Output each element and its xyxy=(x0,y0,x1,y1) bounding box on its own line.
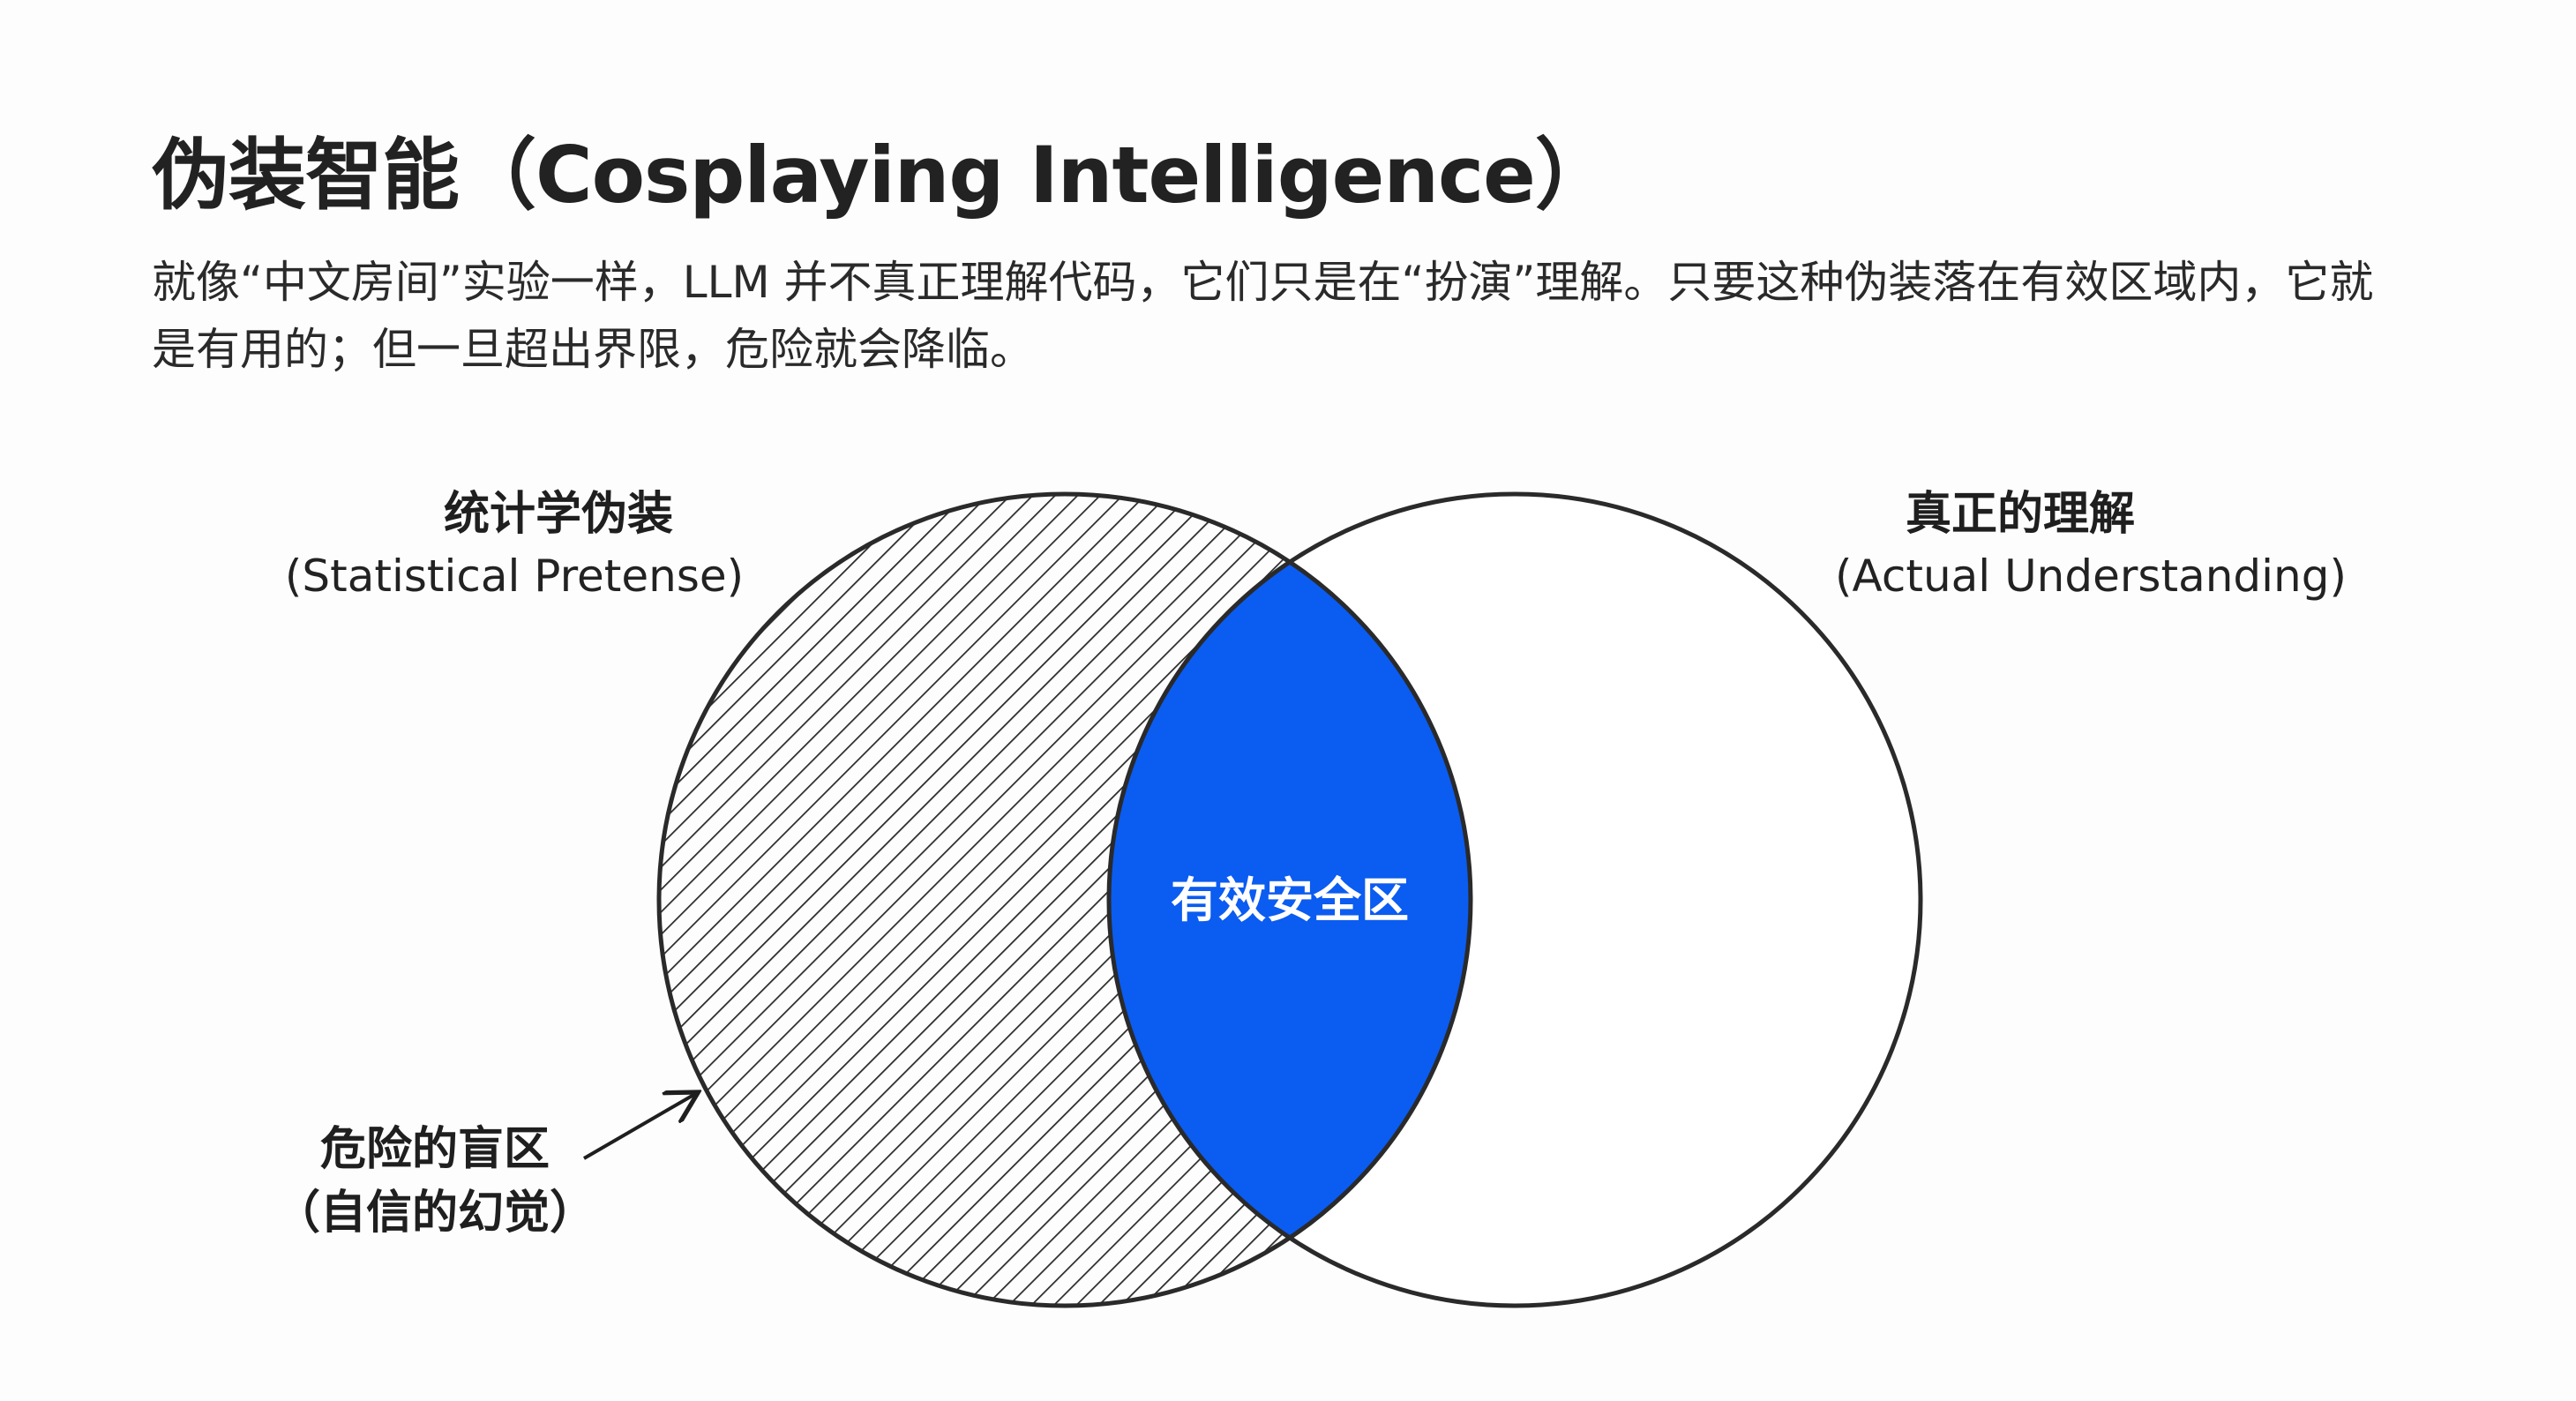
blind-zone-title: 危险的盲区 xyxy=(320,1123,550,1176)
statistical-pretense-circle xyxy=(656,491,1473,1308)
arrow-icon xyxy=(582,1094,695,1160)
safe-zone-lens xyxy=(1108,562,1471,1238)
actual-understanding-circle xyxy=(1106,491,1923,1308)
safe-zone-label: 有效安全区 xyxy=(1171,873,1409,928)
blind-zone-subtitle: （自信的幻觉） xyxy=(274,1187,595,1240)
description-text: 就像“中文房间”实验一样，LLM 并不真正理解代码，它们只是在“扮演”理解。只要… xyxy=(152,257,2374,375)
right-set-subtitle: (Actual Understanding) xyxy=(1835,551,2347,602)
left-set-title: 统计学伪装 xyxy=(444,488,673,541)
page-title: 伪装智能（Cosplaying Intelligence） xyxy=(152,130,1613,221)
right-set-title: 真正的理解 xyxy=(1906,488,2135,541)
left-set-subtitle: (Statistical Pretense) xyxy=(285,551,744,602)
